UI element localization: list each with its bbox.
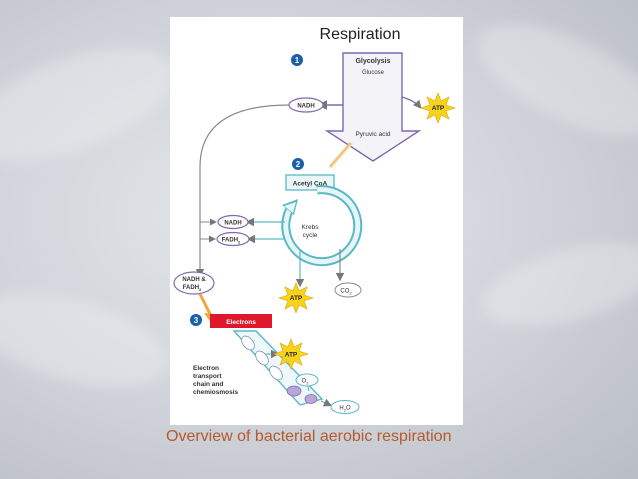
atp-etc-burst: ATP xyxy=(273,338,309,370)
diagram-title: Respiration xyxy=(320,26,401,43)
krebs-label-line1: Krebs xyxy=(302,224,320,231)
step-1-badge: 1 xyxy=(291,54,303,66)
h2o-label: H2O xyxy=(339,406,351,413)
o2-label: O2 xyxy=(302,379,310,386)
background-texture xyxy=(0,25,189,185)
etc-label-line1: Electron xyxy=(193,365,219,372)
nadh-glycolysis-label: NADH xyxy=(297,104,314,110)
svg-text:1: 1 xyxy=(295,56,300,65)
respiration-diagram: Respiration 1 Glycolysis Glucose Pyruvic… xyxy=(173,26,456,414)
pyruvic-acid-label: Pyruvic acid xyxy=(355,131,390,138)
etc-label-line2: transport xyxy=(193,373,222,380)
glycolysis-label: Glycolysis xyxy=(355,58,390,65)
co2-label: CO2 xyxy=(340,289,352,296)
nadh-carrier-line xyxy=(195,104,290,278)
diagram-panel: Respiration 1 Glycolysis Glucose Pyruvic… xyxy=(170,17,463,425)
glycolysis-arrow xyxy=(324,52,422,162)
acetyl-coa-label: Acetyl CoA xyxy=(293,181,328,188)
krebs-cycle-ring xyxy=(281,185,363,267)
nadh-fadh2-label-line1: NADH & xyxy=(182,277,206,283)
krebs-label-line2: cycle xyxy=(303,232,318,239)
slide-caption: Overview of bacterial aerobic respiratio… xyxy=(166,428,452,445)
svg-text:ATP: ATP xyxy=(285,352,298,359)
fadh2-krebs-label: FADH2 xyxy=(222,238,241,245)
background-texture xyxy=(0,275,177,405)
step-2-badge: 2 xyxy=(292,158,304,170)
etc-label-line3: chain and xyxy=(193,381,223,388)
h2o-oval xyxy=(330,400,360,414)
electron-transport-chain xyxy=(232,330,324,406)
step-3-badge: 3 xyxy=(190,314,202,326)
glucose-label: Glucose xyxy=(362,70,385,76)
atp-krebs-burst: ATP xyxy=(278,282,314,314)
nadh-krebs-oval xyxy=(217,214,249,230)
o2-oval xyxy=(295,373,319,387)
svg-text:ATP: ATP xyxy=(290,295,303,302)
svg-text:2: 2 xyxy=(296,160,301,169)
nadh-fadh2-oval xyxy=(173,271,215,295)
svg-text:ATP: ATP xyxy=(432,105,445,112)
electrons-box xyxy=(210,314,272,328)
nadh-krebs-label: NADH xyxy=(224,221,241,227)
fadh2-krebs-oval xyxy=(216,231,250,247)
etc-label-line4: chemiosmosis xyxy=(193,389,239,396)
background-texture xyxy=(462,1,638,159)
nadh-fadh2-label-line2: FADH2 xyxy=(183,285,202,292)
background-texture xyxy=(474,227,638,343)
electrons-label: Electrons xyxy=(226,319,256,326)
co2-oval xyxy=(334,282,362,298)
atp-glycolysis-burst: ATP xyxy=(420,92,456,124)
svg-text:3: 3 xyxy=(194,316,199,325)
